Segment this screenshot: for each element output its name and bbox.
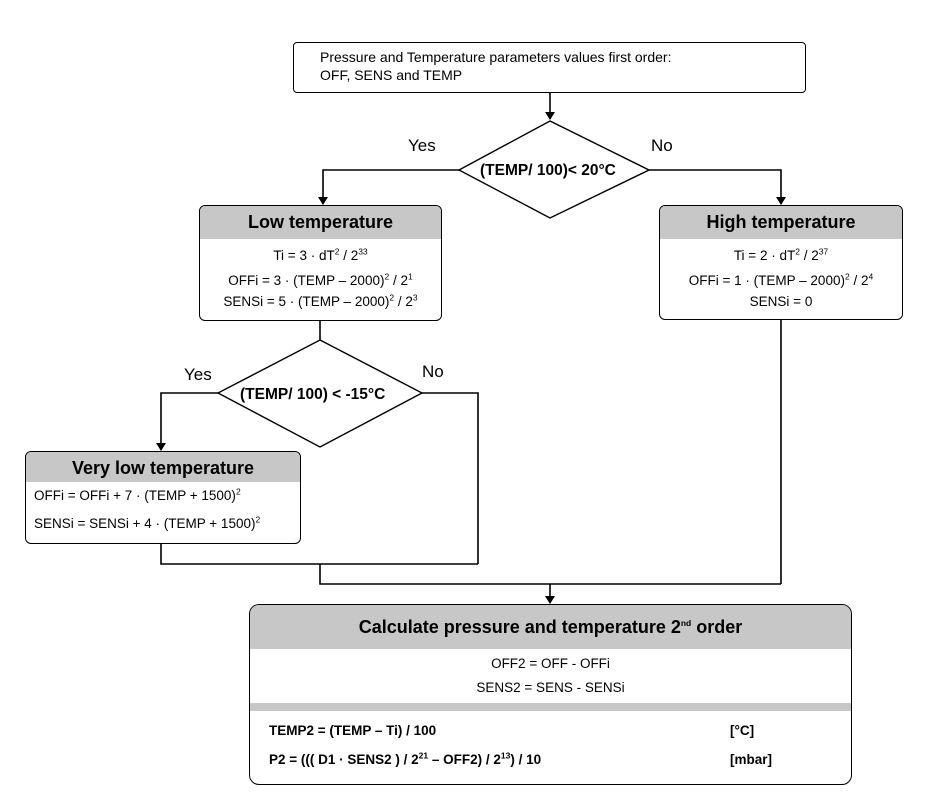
decision1-no-label: No xyxy=(651,136,673,155)
temp2-unit: [°C] xyxy=(730,723,755,738)
start-box: Pressure and Temperature parameters valu… xyxy=(293,42,806,93)
decision1-diamond xyxy=(457,120,651,219)
final-divider-band xyxy=(250,703,851,711)
final-title: Calculate pressure and temperature 2nd o… xyxy=(250,605,851,649)
decision2-no-label: No xyxy=(422,362,444,381)
very-low-temperature-box: Very low temperature OFFi = OFFi + 7 · (… xyxy=(25,451,301,544)
arrow-decision1-no xyxy=(649,169,786,205)
low-sensi-formula: SENSi = 5 · (TEMP – 2000)2 / 23 xyxy=(223,292,418,309)
low-temperature-box: Low temperature Ti = 3 · dT2 / 233 OFFi … xyxy=(199,205,442,321)
decision2-text: (TEMP/ 100) < -15°C xyxy=(240,386,386,403)
low-ti-formula: Ti = 3 · dT2 / 233 xyxy=(273,246,368,263)
start-line-1: Pressure and Temperature parameters valu… xyxy=(320,49,672,65)
low-offi-formula: OFFi = 3 · (TEMP – 2000)2 / 21 xyxy=(228,271,413,288)
p2-unit: [mbar] xyxy=(730,752,773,767)
high-temperature-title: High temperature xyxy=(660,206,902,239)
verylow-offi-formula: OFFi = OFFi + 7 · (TEMP + 1500)2 xyxy=(34,486,241,503)
off2-formula: OFF2 = OFF - OFFi xyxy=(491,656,610,671)
very-low-temperature-title: Very low temperature xyxy=(26,452,300,482)
calculate-second-order-box: Calculate pressure and temperature 2nd o… xyxy=(249,604,852,785)
line-decision2-no xyxy=(422,392,479,564)
start-line-2: OFF, SENS and TEMP xyxy=(320,67,463,83)
high-sensi-formula: SENSi = 0 xyxy=(749,294,813,309)
sens2-formula: SENS2 = SENS - SENSi xyxy=(476,680,625,695)
line-verylow-merge xyxy=(160,543,478,565)
line-merge-low xyxy=(319,564,781,585)
verylow-sensi-formula: SENSi = SENSi + 4 · (TEMP + 1500)2 xyxy=(34,514,261,531)
decision1-text: (TEMP/ 100)< 20°C xyxy=(480,162,616,179)
high-temperature-box: High temperature Ti = 2 · dT2 / 237 OFFi… xyxy=(659,205,903,320)
decision1-yes-label: Yes xyxy=(408,136,436,155)
decision2-yes-label: Yes xyxy=(184,365,212,384)
arrow-decision2-yes xyxy=(156,392,218,451)
decision2-diamond xyxy=(216,339,424,448)
high-ti-formula: Ti = 2 · dT2 / 237 xyxy=(733,246,829,263)
arrow-decision1-yes xyxy=(318,169,459,205)
high-offi-formula: OFFi = 1 · (TEMP – 2000)2 / 24 xyxy=(688,271,874,288)
low-temperature-title: Low temperature xyxy=(200,206,441,239)
temp2-formula: TEMP2 = (TEMP – Ti) / 100 xyxy=(269,723,437,738)
p2-formula: P2 = ((( D1 · SENS2 ) / 221 – OFF2) / 21… xyxy=(269,750,542,767)
